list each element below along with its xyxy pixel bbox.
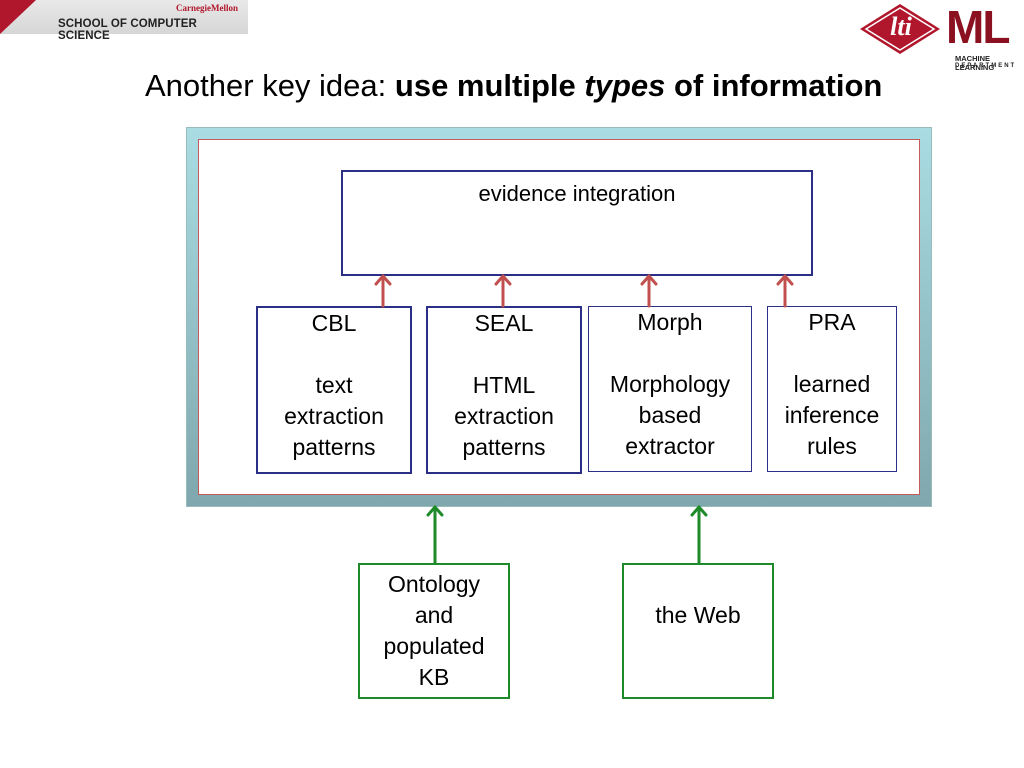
source-line: populated bbox=[383, 633, 485, 659]
component-name: SEAL bbox=[474, 310, 534, 336]
lti-logo-icon bbox=[860, 4, 940, 54]
component-box-cbl: CBL text extraction patterns bbox=[256, 306, 412, 474]
source-line: the Web bbox=[655, 602, 741, 628]
component-name: PRA bbox=[808, 309, 856, 335]
title-bold-2: of information bbox=[665, 68, 883, 103]
component-line: HTML bbox=[472, 372, 536, 398]
slide-title: Another key idea: use multiple types of … bbox=[145, 68, 882, 104]
component-name: Morph bbox=[637, 309, 703, 335]
cmu-university-name: CarnegieMellon bbox=[176, 3, 238, 13]
component-line: extractor bbox=[625, 433, 715, 459]
component-line: extraction bbox=[454, 403, 554, 429]
evidence-integration-label: evidence integration bbox=[478, 181, 676, 206]
lti-logo-text: lti bbox=[890, 12, 912, 41]
component-name: CBL bbox=[311, 310, 357, 336]
source-line: and bbox=[414, 602, 454, 628]
cmu-school-name: SCHOOL OF COMPUTER SCIENCE bbox=[58, 18, 197, 42]
evidence-integration-box: evidence integration bbox=[341, 170, 813, 276]
title-italic: types bbox=[584, 68, 666, 103]
source-box-ontology: Ontology and populated KB bbox=[358, 563, 510, 699]
source-box-web: the Web bbox=[622, 563, 774, 699]
cmu-red-corner bbox=[0, 0, 36, 34]
title-prefix: Another key idea: bbox=[145, 68, 395, 103]
component-line: inference bbox=[784, 402, 880, 428]
component-box-seal: SEAL HTML extraction patterns bbox=[426, 306, 582, 474]
component-line: patterns bbox=[292, 434, 376, 460]
ml-logo-line2: DEPARTMENT bbox=[955, 63, 1017, 69]
ml-logo-line1: MACHINE LEARNING bbox=[955, 54, 995, 72]
component-line: patterns bbox=[462, 434, 546, 460]
up-arrow-web bbox=[690, 505, 708, 565]
up-arrow-ontology bbox=[426, 505, 444, 565]
component-box-morph: Morph Morphology based extractor bbox=[588, 306, 752, 472]
component-line: text bbox=[315, 372, 353, 398]
component-line: based bbox=[638, 402, 702, 428]
component-line: rules bbox=[807, 433, 857, 459]
source-line: Ontology bbox=[387, 571, 481, 597]
component-line: extraction bbox=[284, 403, 384, 429]
cmu-header-bar: CarnegieMellon SCHOOL OF COMPUTER SCIENC… bbox=[0, 0, 248, 42]
ml-logo: ML bbox=[946, 1, 1010, 53]
component-line: learned bbox=[793, 371, 871, 397]
source-line: KB bbox=[418, 664, 450, 690]
component-box-pra: PRA learned inference rules bbox=[767, 306, 897, 472]
component-line: Morphology bbox=[609, 371, 731, 397]
title-bold-1: use multiple bbox=[394, 68, 585, 103]
